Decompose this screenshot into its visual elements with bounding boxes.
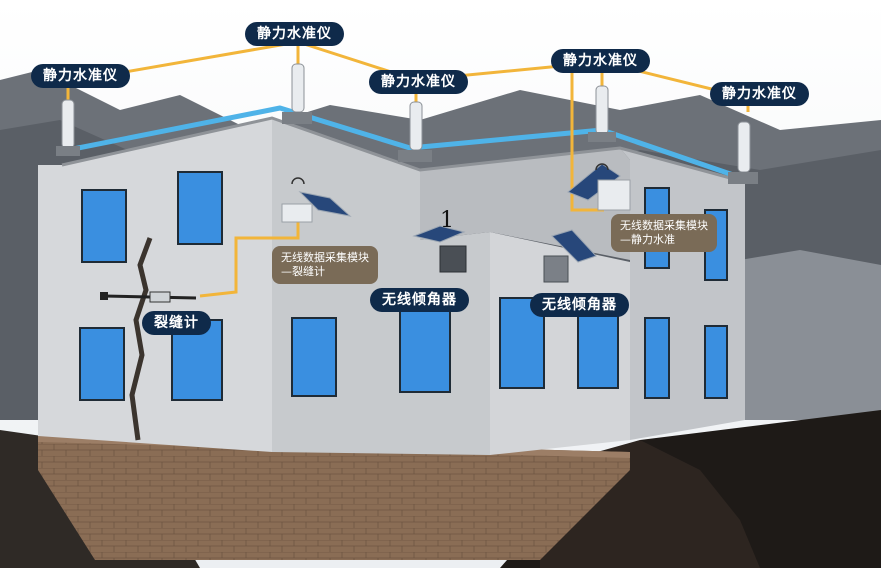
label-level-gauge-3: 静力水准仪 xyxy=(369,70,468,94)
label-crack-meter: 裂缝计 xyxy=(142,311,211,335)
solar-data-module-left xyxy=(281,177,352,223)
label-level-gauge-5: 静力水准仪 xyxy=(710,82,809,106)
tilt-sensor-device xyxy=(412,225,467,273)
brick-foundation xyxy=(38,436,630,560)
label-tilt-sensor-1: 无线倾角器 xyxy=(370,288,469,312)
label-data-module-level: 无线数据采集模块 —静力水准 xyxy=(611,214,717,252)
level-gauge xyxy=(728,121,758,184)
module-crack-line1: 无线数据采集模块 xyxy=(281,251,369,264)
module-level-line2: —静力水准 xyxy=(620,233,675,246)
level-gauge xyxy=(588,85,616,142)
module-crack-line2: —裂缝计 xyxy=(281,265,325,278)
module-level-line1: 无线数据采集模块 xyxy=(620,219,708,232)
level-gauge xyxy=(398,101,432,162)
label-data-module-crack: 无线数据采集模块 —裂缝计 xyxy=(272,246,378,284)
roof-edge xyxy=(61,116,746,184)
label-tilt-sensor-2: 无线倾角器 xyxy=(530,293,629,317)
annex-building xyxy=(490,232,630,455)
wall-crack xyxy=(129,237,153,441)
crack-meter-device xyxy=(100,291,197,303)
number-marker: 1 xyxy=(440,208,454,233)
mountain-right xyxy=(740,250,881,420)
middle-back-wall xyxy=(420,148,630,260)
label-level-gauge-1: 静力水准仪 xyxy=(31,64,130,88)
solar-data-module-right xyxy=(567,163,631,211)
tilt-sensor-device xyxy=(543,229,597,283)
level-gauge xyxy=(56,99,80,156)
level-gauge xyxy=(282,63,312,124)
label-level-gauge-4: 静力水准仪 xyxy=(551,49,650,73)
label-level-gauge-2: 静力水准仪 xyxy=(245,22,344,46)
